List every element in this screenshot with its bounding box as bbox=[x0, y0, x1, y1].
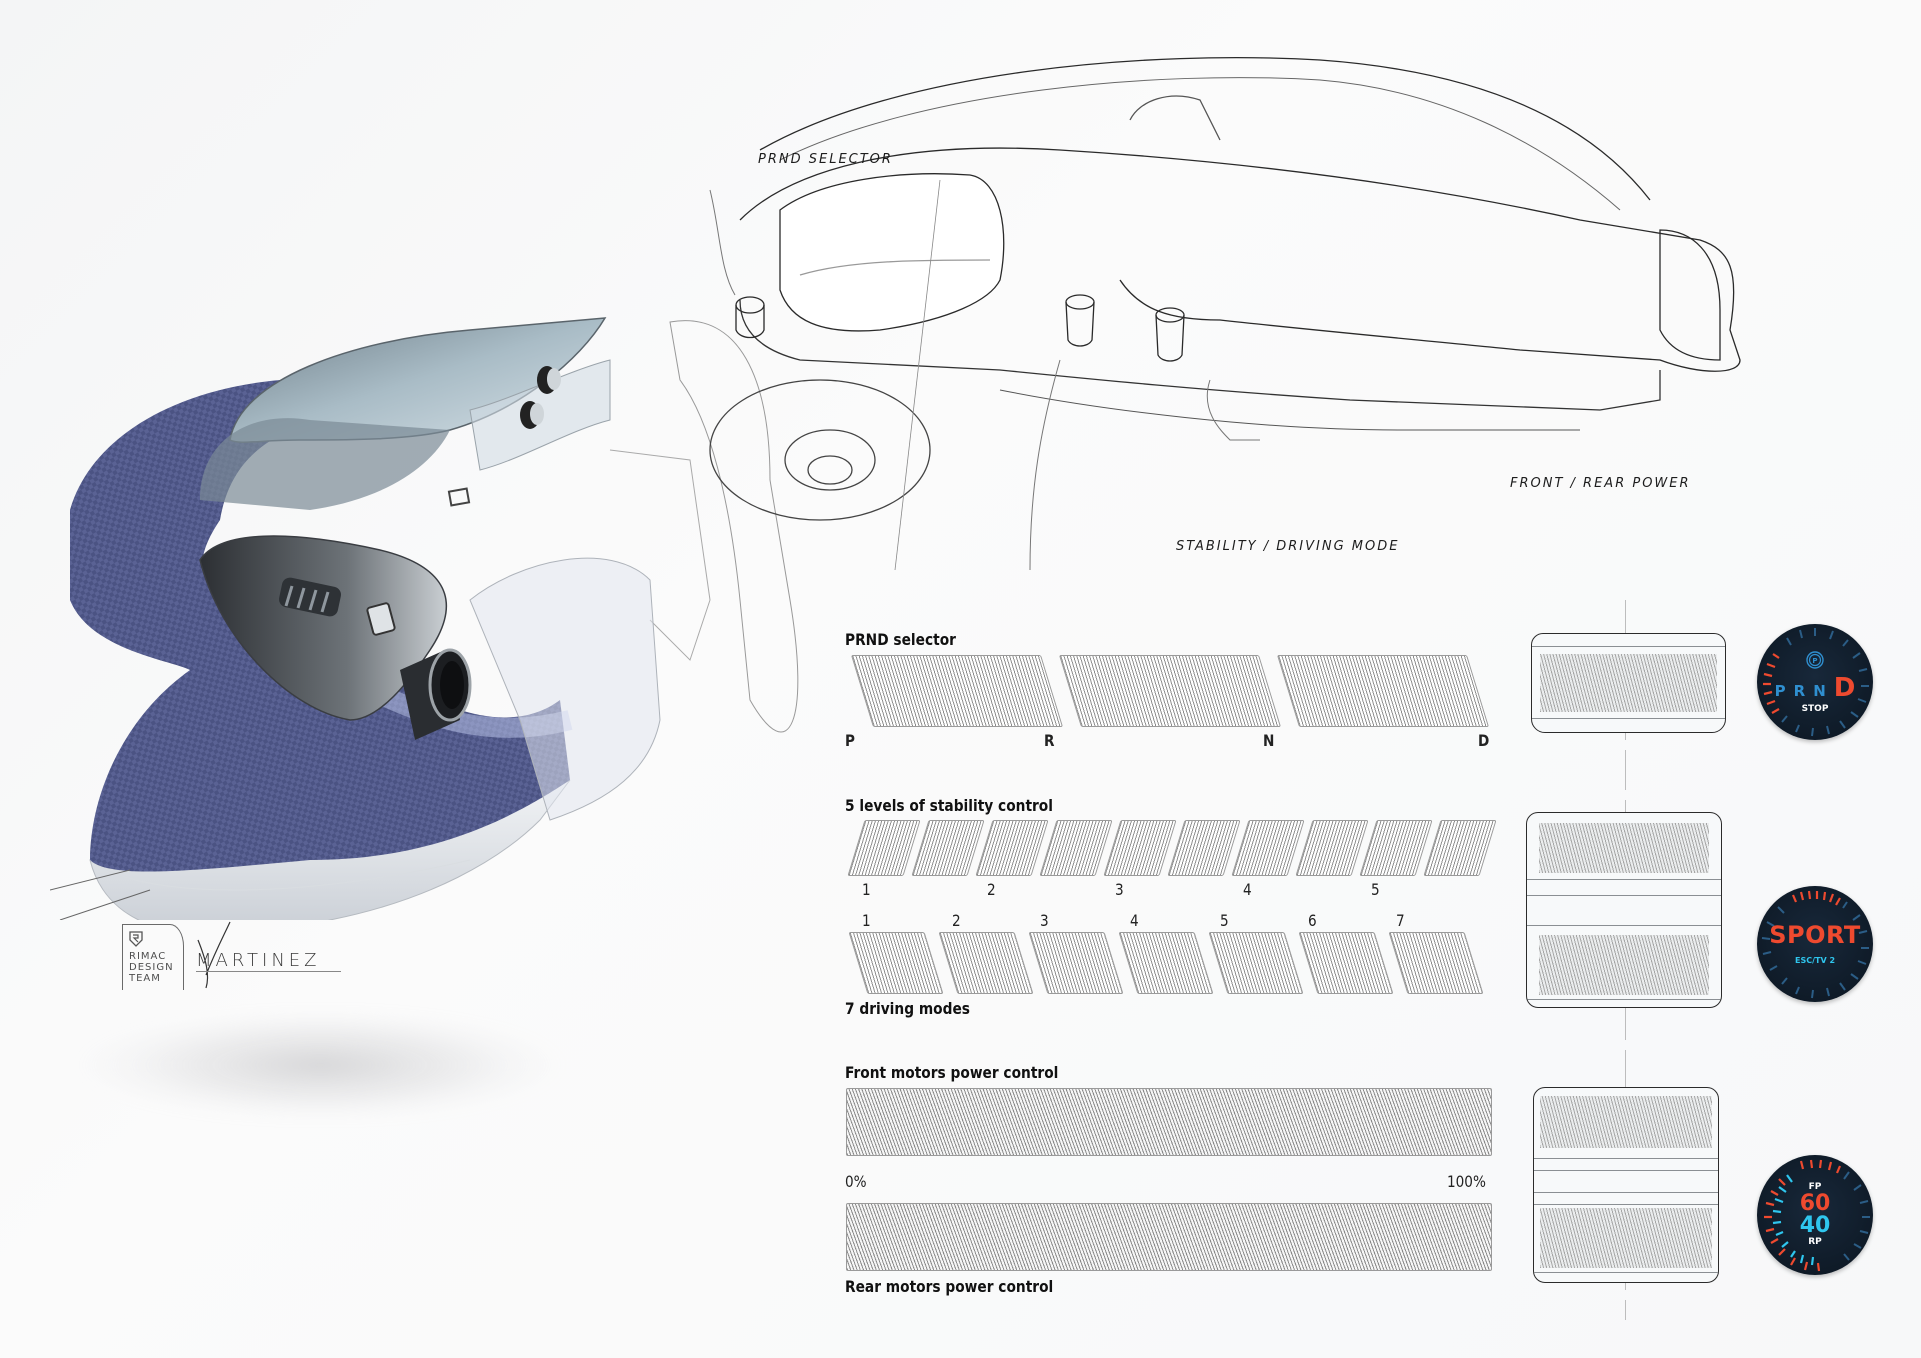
power-min-label: 0% bbox=[845, 1172, 867, 1191]
console-render-illustration bbox=[50, 317, 799, 920]
prnd-knob-render bbox=[520, 366, 561, 429]
stability-rib-segment bbox=[1167, 820, 1241, 876]
rear-power-value: 40 bbox=[1799, 1213, 1831, 1238]
driving-rib-segment bbox=[1388, 932, 1484, 994]
prnd-ribbed-strip bbox=[850, 655, 1490, 727]
driving-mode-1: 1 bbox=[862, 911, 871, 930]
power-max-label: 100% bbox=[1447, 1172, 1486, 1191]
gear-r: R bbox=[1793, 681, 1806, 700]
front-power-label: FP bbox=[1808, 1182, 1822, 1192]
stability-rib-segment bbox=[1103, 820, 1177, 876]
driving-rib-segment bbox=[1298, 932, 1394, 994]
stability-rib-segment bbox=[1423, 820, 1497, 876]
team-line-2: DESIGN bbox=[129, 962, 174, 973]
callout-prnd-selector: PRND SELECTOR bbox=[758, 152, 893, 167]
prnd-rib-segment bbox=[1058, 655, 1282, 727]
stability-level-2: 2 bbox=[987, 880, 996, 899]
driving-rib-segment bbox=[1028, 932, 1124, 994]
front-power-ribbed-strip bbox=[846, 1088, 1492, 1156]
prnd-status: STOP bbox=[1801, 703, 1829, 714]
rear-power-section-title: Rear motors power control bbox=[845, 1277, 1054, 1296]
driving-mode-7: 7 bbox=[1396, 911, 1405, 930]
gear-p: P bbox=[1774, 681, 1786, 700]
prnd-label-d: D bbox=[1478, 731, 1490, 750]
front-power-section-title: Front motors power control bbox=[845, 1063, 1059, 1082]
stability-rib-segment bbox=[1231, 820, 1305, 876]
dial-tick-ring bbox=[1763, 628, 1869, 737]
driving-rib-segment bbox=[1208, 932, 1304, 994]
svg-text:P: P bbox=[1812, 657, 1817, 665]
air-vent-icon bbox=[279, 577, 341, 617]
prnd-label-n: N bbox=[1263, 731, 1275, 750]
esc-tv-level: ESC/TV 2 bbox=[1794, 956, 1836, 965]
callout-stability-driving-mode: STABILITY / DRIVING MODE bbox=[1176, 539, 1400, 554]
dashboard-line-sketch bbox=[709, 56, 1741, 570]
driving-section-title: 7 driving modes bbox=[845, 999, 971, 1018]
prnd-knob-side-view bbox=[1531, 633, 1726, 733]
stability-rib-segment bbox=[1359, 820, 1433, 876]
team-line-1: RIMAC bbox=[129, 951, 167, 962]
gear-n: N bbox=[1813, 681, 1826, 700]
callout-front-rear-power: FRONT / REAR POWER bbox=[1510, 476, 1691, 491]
stability-level-5: 5 bbox=[1371, 880, 1380, 899]
stability-section-title: 5 levels of stability control bbox=[845, 796, 1053, 815]
active-gear-d: D bbox=[1833, 672, 1856, 703]
prnd-display-dial: P P R N D STOP bbox=[1757, 624, 1873, 740]
prnd-label-p: P bbox=[845, 731, 855, 750]
stability-level-3: 3 bbox=[1115, 880, 1124, 899]
front-power-value: 60 bbox=[1799, 1191, 1831, 1216]
render-shadow bbox=[80, 1010, 560, 1120]
stability-ribbed-strip bbox=[847, 820, 1497, 876]
driving-rib-segment bbox=[938, 932, 1034, 994]
driving-mode-2: 2 bbox=[952, 911, 961, 930]
stability-level-4: 4 bbox=[1243, 880, 1252, 899]
stability-rib-segment bbox=[1295, 820, 1369, 876]
stability-mode-knob-side-view bbox=[1526, 812, 1722, 1008]
prnd-section-title: PRND selector bbox=[845, 630, 956, 649]
designer-signature: MARTINEZ bbox=[196, 950, 341, 972]
power-knob-render bbox=[400, 648, 472, 740]
drive-mode-display-dial: SPORT ESC/TV 2 bbox=[1757, 886, 1873, 1002]
dial-tick-ring bbox=[1761, 890, 1869, 999]
rear-power-ribbed-strip bbox=[846, 1203, 1492, 1271]
prnd-label-r: R bbox=[1044, 731, 1055, 750]
stability-rib-segment bbox=[975, 820, 1049, 876]
parking-brake-icon: P bbox=[1806, 650, 1824, 669]
signature-stroke bbox=[197, 921, 231, 989]
driving-mode-6: 6 bbox=[1308, 911, 1317, 930]
stability-rib-segment bbox=[847, 820, 921, 876]
stability-rib-segment bbox=[911, 820, 985, 876]
dial-tick-ring bbox=[1764, 1159, 1870, 1272]
prnd-rib-segment bbox=[1276, 655, 1490, 727]
driving-rib-segment bbox=[848, 932, 944, 994]
team-line-3: TEAM bbox=[129, 973, 161, 984]
driving-rib-segment bbox=[1118, 932, 1214, 994]
driving-ribbed-strip bbox=[848, 932, 1484, 994]
stability-rib-segment bbox=[1039, 820, 1113, 876]
driving-mode-4: 4 bbox=[1130, 911, 1139, 930]
rear-power-label: RP bbox=[1808, 1237, 1822, 1247]
drive-mode-name: SPORT bbox=[1769, 921, 1861, 949]
rimac-design-team-badge: RIMAC DESIGN TEAM bbox=[122, 924, 184, 990]
driving-mode-5: 5 bbox=[1220, 911, 1229, 930]
prnd-rib-segment bbox=[850, 655, 1064, 727]
stability-level-1: 1 bbox=[862, 880, 871, 899]
power-split-display-dial: FP 60 40 RP bbox=[1757, 1155, 1873, 1275]
driving-mode-3: 3 bbox=[1040, 911, 1049, 930]
rimac-logo-icon bbox=[129, 931, 143, 947]
power-knob-side-view bbox=[1533, 1087, 1719, 1283]
